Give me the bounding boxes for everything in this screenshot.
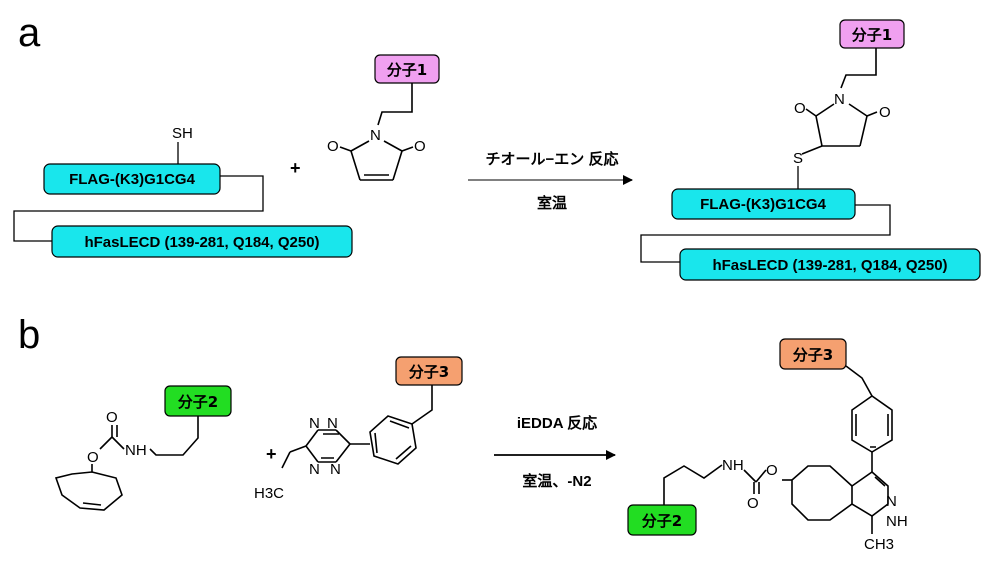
peptide-box [43,163,221,195]
tetrazine-reagent: 分子3 N N N N H3C [254,356,463,502]
succinimide-o-right: O [879,104,891,121]
tco-reagent: 分子2 NH O O [54,385,232,511]
tetrazine-n1: N [327,415,338,432]
maleimide-reagent: 分子1 N O O [327,54,440,181]
tetrazine-n2: N [309,415,320,432]
arrow-b-bottom-label: 室温、-N2 [522,472,591,490]
product-peptide-box [671,188,856,220]
reaction-arrow-b: iEDDA 反応 室温、-N2 [494,414,616,490]
arrow-b-top-label: iEDDA 反応 [517,414,597,432]
molecule1-box [374,54,440,84]
protein-label: hFasLECD (139-281, Q184, Q250) [84,234,319,251]
product-molecule1-box [839,19,905,49]
tco-nh: NH [125,442,147,459]
product-nh: NH [886,513,908,530]
arrow-a-bottom-label: 室温 [537,194,567,212]
molecule3-label: 分子3 [409,363,449,381]
succinimide-o-left: O [794,100,806,117]
product-n: N [886,493,897,510]
product-molecule2-label: 分子2 [642,512,682,530]
product-peptide-label: FLAG-(K3)G1CG4 [700,196,826,213]
product-carbonyl-o: O [747,495,759,512]
tetrazine-n3: N [309,461,320,478]
molecule2-label: 分子2 [178,393,218,411]
arrow-a-top-label: チオール−エン 反応 [486,150,619,168]
product-carbamate-nh: NH [722,457,744,474]
protein-complex-reactant: SH FLAG-(K3)G1CG4 hFasLECD (139-281, Q18… [13,125,353,258]
protein-box [51,225,353,258]
product-protein-box [679,248,981,281]
succinimide-n: N [834,91,845,108]
tetrazine-n4: N [330,461,341,478]
product-molecule1-label: 分子1 [852,26,892,44]
plus-sign-b: + [266,444,277,464]
tco-ester-o: O [87,449,99,466]
panel-label-a: a [18,11,41,55]
product-molecule2-box [627,504,697,536]
reaction-arrow-a: チオール−エン 反応 室温 [468,150,633,212]
sulfur-label: S [793,150,803,167]
molecule3-box [395,356,463,386]
product-molecule3-box [779,338,847,370]
peptide-label: FLAG-(K3)G1CG4 [69,171,195,188]
iedda-product: 分子3 N NH CH3 O O NH 分子2 [627,338,908,553]
product-protein-label: hFasLECD (139-281, Q184, Q250) [712,257,947,274]
plus-sign-a: + [290,158,301,178]
tco-carbonyl-o: O [106,409,118,426]
product-ester-o: O [766,462,778,479]
thioether-product: 分子1 N O O S FLAG-(K3)G1CG4 hFasLECD (139… [640,19,981,281]
maleimide-o-right: O [414,138,426,155]
maleimide-o-left: O [327,138,339,155]
thiol-label: SH [172,125,193,142]
panel-label-b: b [18,313,40,357]
molecule1-label: 分子1 [387,61,427,79]
product-molecule3-label: 分子3 [793,346,833,364]
tetrazine-methyl: H3C [254,485,284,502]
maleimide-n: N [370,127,381,144]
product-methyl: CH3 [864,536,894,553]
